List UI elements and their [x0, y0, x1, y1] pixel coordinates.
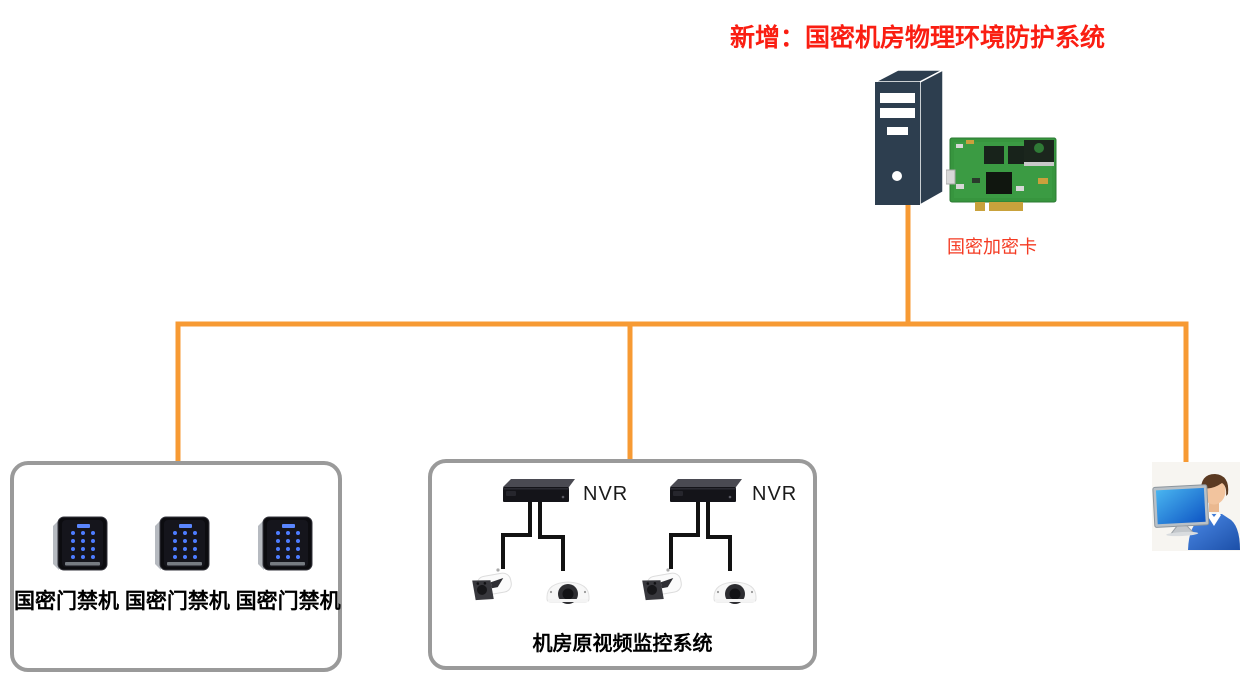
camera-cables [501, 501, 732, 571]
access-keypad-icon [53, 516, 108, 571]
encryption-card-icon [946, 137, 1057, 211]
nvr-label: NVR [583, 483, 629, 505]
access-keypad-icon [155, 516, 210, 571]
access-control-box: 国密门禁机 国密门禁机 国密门禁机 [10, 461, 342, 672]
access-keypad-icon [258, 516, 313, 571]
nvr-label: NVR [752, 483, 798, 505]
diagram-title: 新增：国密机房物理环境防护系统 [730, 24, 1106, 52]
dome-camera-icon [546, 581, 590, 604]
encryption-card-label: 国密加密卡 [947, 237, 1037, 257]
access-keypads-caption: 国密门禁机 国密门禁机 国密门禁机 [14, 590, 341, 613]
bullet-camera-icon [642, 568, 682, 601]
server-tower-icon [874, 68, 944, 207]
video-surveillance-caption: 机房原视频监控系统 [532, 633, 713, 655]
operator-workstation-graphic [1152, 474, 1240, 550]
bullet-camera-icon [472, 568, 512, 601]
operator-workstation-icon [1152, 462, 1240, 551]
bus-line [175, 321, 1189, 466]
video-surveillance-box: NVR NVR [428, 459, 817, 670]
nvr-icon [503, 479, 575, 502]
nvr-icon [670, 479, 742, 502]
dome-camera-icon [713, 581, 757, 604]
